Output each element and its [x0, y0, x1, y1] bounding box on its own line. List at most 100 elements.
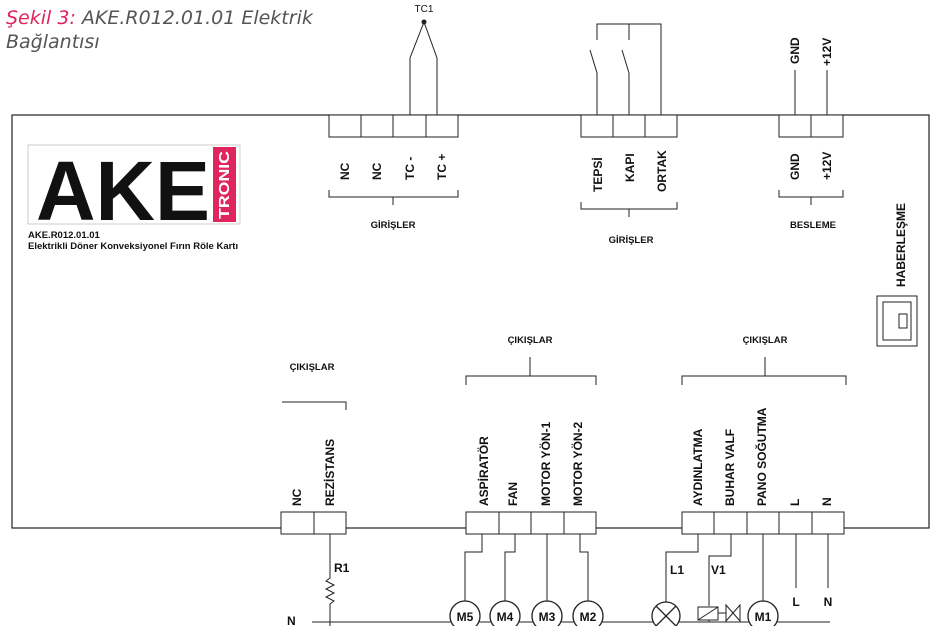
mains-wires	[795, 534, 829, 588]
terminal-label-panel-cooling: PANO SOĞUTMA	[754, 407, 769, 506]
top-mid-terminal-block: TEPSİ KAPI ORTAK GİRİŞLER	[580, 23, 678, 246]
wire-m4	[504, 534, 516, 601]
mains-n-label: N	[824, 595, 833, 609]
valve-body-icon	[725, 603, 741, 623]
motor-neutral-wires	[464, 622, 589, 626]
motor-m1-label: M1	[755, 610, 772, 624]
motor-m4-label: M4	[497, 610, 514, 624]
terminal-label-ortak: ORTAK	[655, 150, 669, 192]
terminal-label-motor-dir-1: MOTOR YÖN-1	[538, 421, 553, 506]
bottom-left-terminal-block: ÇIKIŞLAR NC REZİSTANS R1 N	[280, 362, 350, 626]
terminal	[465, 511, 500, 535]
group-bracket	[465, 357, 597, 385]
valve-label: V1	[711, 563, 726, 577]
comm-label: HABERLEŞME	[894, 203, 908, 287]
terminal	[811, 511, 845, 535]
motor-m1-icon	[747, 600, 779, 626]
thermocouple-junction	[421, 19, 427, 25]
terminal-label-l: L	[788, 499, 802, 506]
comm-connector-inner	[882, 301, 912, 341]
group-bracket	[778, 190, 844, 205]
terminal	[612, 114, 646, 138]
group-bracket	[580, 202, 678, 217]
terminal	[713, 511, 748, 535]
terminal	[530, 511, 565, 535]
comm-connector	[876, 295, 918, 347]
terminal	[778, 511, 813, 535]
terminal	[778, 114, 812, 138]
terminal	[580, 114, 614, 138]
resistor-label: R1	[334, 561, 350, 575]
terminal	[563, 511, 597, 535]
lamp-cross	[655, 605, 677, 626]
terminal-label-lighting: AYDINLATMA	[691, 428, 705, 506]
board-description: Elektrikli Döner Konveksiyonel Fırın Röl…	[28, 241, 238, 252]
figure-caption: Şekil 3: AKE.R012.01.01 Elektrik Bağlant…	[6, 6, 326, 54]
terminal	[644, 114, 678, 138]
mains-l-label: L	[792, 595, 799, 609]
logo-brand: AKE	[36, 144, 210, 238]
group-label-inputs: GİRİŞLER	[609, 235, 654, 246]
bottom-mid-terminal-block: ÇIKIŞLAR ASPİRATÖR FAN MOTOR YÖN-1 MOTOR…	[449, 335, 604, 626]
top-right-terminal-block: GND +12V GND +12V BESLEME	[778, 37, 844, 231]
terminal-label-nc: NC	[338, 162, 352, 180]
terminal-label-rezistans: REZİSTANS	[322, 439, 337, 506]
supply-wires	[794, 70, 828, 115]
motor-m3-label: M3	[539, 610, 556, 624]
lamp-label: L1	[670, 563, 684, 577]
group-label-inputs: GİRİŞLER	[371, 220, 416, 231]
caption-text: AKE.R012.01.01 Elektrik Bağlantısı	[6, 7, 313, 53]
motor-m2-icon	[572, 600, 604, 626]
caption-prefix: Şekil 3:	[6, 7, 76, 29]
door-tray-switches	[589, 23, 662, 115]
thermocouple-label: TC1	[415, 4, 434, 15]
group-label-outputs: ÇIKIŞLAR	[508, 335, 553, 346]
terminal-label-n: N	[820, 497, 834, 506]
valve-coil-slash	[697, 606, 719, 621]
motor-m2-label: M2	[580, 610, 597, 624]
group-bracket	[328, 190, 459, 205]
terminal-label-kapi: KAPI	[623, 153, 637, 182]
terminal	[313, 511, 347, 535]
lamp-l1-icon	[651, 601, 681, 626]
logo-sub-band	[213, 147, 236, 222]
external-gnd-label: GND	[788, 37, 802, 64]
logo-frame	[27, 144, 241, 225]
terminal-label-fan: FAN	[506, 482, 520, 506]
terminal	[425, 114, 459, 138]
external-12v-label: +12V	[820, 38, 834, 66]
top-left-terminal-block: NC NC TC - TC + GİRİŞLER TC1	[328, 4, 459, 231]
motor-m3-icon	[531, 600, 563, 626]
terminal	[328, 114, 362, 138]
terminal-label-aspirator: ASPİRATÖR	[476, 436, 491, 506]
motor-m5-label: M5	[457, 610, 474, 624]
terminal-label-12v: +12V	[820, 152, 834, 180]
motor-m4-icon	[489, 600, 521, 626]
terminal	[810, 114, 844, 138]
terminal-label-motor-dir-2: MOTOR YÖN-2	[570, 421, 585, 506]
terminal-label-steam-valve: BUHAR VALF	[723, 429, 737, 506]
terminal	[681, 511, 715, 535]
group-bracket	[282, 401, 347, 410]
wire-m2	[579, 534, 589, 601]
terminal-label-nc: NC	[370, 162, 384, 180]
thermocouple-wires	[409, 20, 438, 115]
terminal	[280, 511, 315, 535]
bottom-right-terminal-block: ÇIKIŞLAR AYDINLATMA BUHAR VALF PANO SOĞU…	[651, 335, 847, 626]
group-bracket	[681, 357, 847, 385]
group-label-outputs: ÇIKIŞLAR	[290, 362, 335, 373]
group-label-outputs: ÇIKIŞLAR	[743, 335, 788, 346]
terminal	[746, 511, 780, 535]
comm-connector-key	[898, 313, 908, 329]
resistor-r1	[324, 534, 336, 626]
logo-sub: TRONIC	[216, 151, 233, 219]
terminal	[360, 114, 394, 138]
terminal-label-gnd: GND	[788, 153, 802, 180]
motor-m5-icon	[449, 600, 481, 626]
terminal-label-tc-minus: TC -	[403, 157, 417, 180]
group-label-supply: BESLEME	[790, 220, 836, 231]
ake-logo: AKE TRONIC AKE.R012.01.01 Elektrikli Dön…	[27, 144, 241, 252]
communication-port: HABERLEŞME	[876, 203, 918, 347]
terminal-label-tepsi: TEPSİ	[590, 157, 605, 192]
